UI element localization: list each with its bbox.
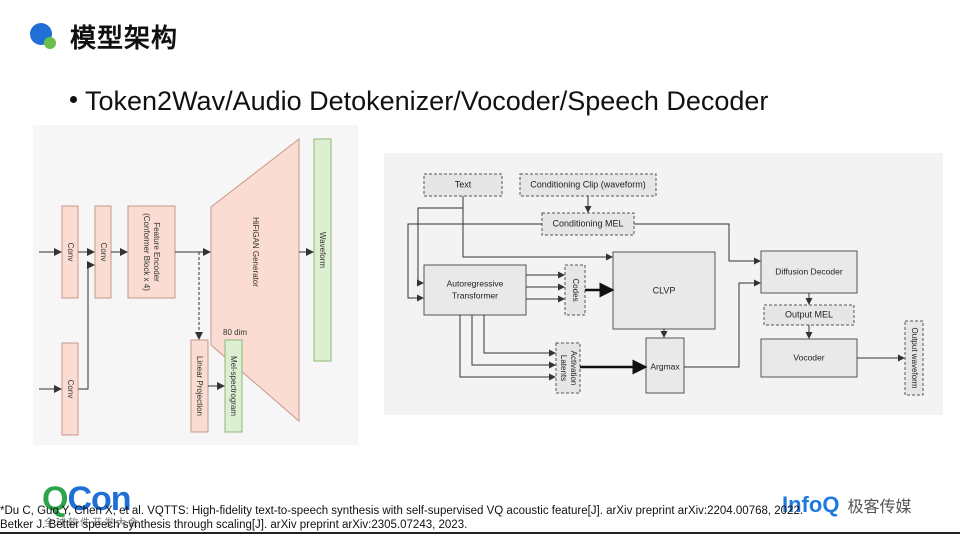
title-bullet-icon bbox=[30, 21, 60, 51]
clvp-label: CLVP bbox=[653, 285, 676, 295]
vqtts-diagram-svg: Conv Conv Conv Feature Encoder (Conforme… bbox=[39, 137, 332, 436]
conv-label-3: Conv bbox=[66, 380, 75, 399]
reference-2: Betker J. Better speech synthesis throug… bbox=[0, 519, 468, 531]
diffusion-decoder-label: Diffusion Decoder bbox=[775, 266, 843, 276]
vqtts-diagram: Conv Conv Conv Feature Encoder (Conforme… bbox=[33, 125, 358, 445]
feature-encoder-label-2: (Conformer Block x 4) bbox=[142, 213, 151, 291]
infoq-logo-text: Info bbox=[782, 492, 823, 517]
feature-encoder-label-1: Feature Encoder bbox=[152, 222, 161, 282]
infoq-chinese-name: 极客传媒 bbox=[847, 497, 912, 516]
subtitle-text: Token2Wav/Audio Detokenizer/Vocoder/Spee… bbox=[85, 86, 769, 116]
slide-subtitle: Token2Wav/Audio Detokenizer/Vocoder/Spee… bbox=[70, 86, 768, 117]
tortoise-diagram-svg: Text Conditioning Clip (waveform) Condit… bbox=[407, 173, 924, 396]
waveform-label: Waveform bbox=[318, 232, 327, 268]
autoregressive-transformer-block bbox=[423, 264, 527, 316]
activation-latents-block bbox=[555, 342, 581, 394]
argmax-to-diffusion-line bbox=[684, 279, 761, 368]
output-mel-label: Output MEL bbox=[785, 309, 833, 319]
autoregressive-label-1: Autoregressive bbox=[447, 278, 504, 288]
conv-label-1: Conv bbox=[66, 243, 75, 262]
diffusion-decoder-block bbox=[760, 250, 858, 294]
text-to-autoregressive-line bbox=[417, 196, 464, 287]
vocoder-block bbox=[760, 338, 858, 378]
codes-label: Codes bbox=[571, 278, 580, 301]
slide-title: 模型架构 bbox=[70, 23, 179, 54]
output-waveform-label: Output waveform bbox=[910, 328, 919, 389]
conv3-to-merge-line bbox=[78, 298, 89, 390]
qcon-logo-q: Q bbox=[42, 480, 68, 518]
clvp-block bbox=[612, 251, 716, 330]
text-input-block bbox=[423, 173, 503, 197]
argmax-block bbox=[645, 337, 685, 394]
ar-to-latents-2 bbox=[471, 315, 556, 369]
text-input-label: Text bbox=[455, 179, 472, 189]
ar-to-latents-1 bbox=[483, 315, 556, 357]
dim-label: 80 dim bbox=[223, 328, 247, 337]
ar-to-latents-3 bbox=[459, 315, 556, 381]
mel-spectrogram-block bbox=[224, 339, 243, 433]
slide-title-row: 模型架构 bbox=[30, 16, 178, 56]
argmax-label: Argmax bbox=[650, 361, 680, 371]
hifigan-label: HiFiGAN Generator bbox=[251, 217, 260, 287]
conv-label-2: Conv bbox=[99, 243, 108, 262]
footer-divider bbox=[0, 532, 960, 534]
tortoise-diagram: Text Conditioning Clip (waveform) Condit… bbox=[384, 153, 943, 415]
infoq-logo-q: Q bbox=[822, 492, 840, 517]
output-waveform-block bbox=[904, 320, 924, 396]
vocoder-label: Vocoder bbox=[793, 352, 824, 362]
qcon-logo: QCon 全球软件开发大会 bbox=[42, 480, 138, 530]
activation-label-1: Activation bbox=[569, 351, 578, 386]
mel-to-autoregressive-line bbox=[407, 223, 542, 302]
qcon-logo-subtitle: 全球软件开发大会 bbox=[44, 518, 140, 529]
mel-spectrogram-label: Mel-spectrogram bbox=[229, 356, 238, 416]
qcon-logo-con: Con bbox=[67, 480, 131, 518]
conditioning-clip-label: Conditioning Clip (waveform) bbox=[530, 179, 646, 189]
linear-projection-label: Linear Projection bbox=[195, 356, 204, 416]
activation-label-2: Latents bbox=[559, 355, 568, 381]
reference-1: *Du C, Guo Y, Chen X, et al. VQTTS: High… bbox=[0, 505, 804, 517]
conditioning-mel-label: Conditioning MEL bbox=[552, 218, 623, 228]
bullet-icon bbox=[70, 96, 77, 104]
autoregressive-label-2: Transformer bbox=[452, 290, 498, 300]
waveform-block bbox=[313, 138, 332, 362]
mel-to-diffusion-line bbox=[634, 223, 761, 265]
